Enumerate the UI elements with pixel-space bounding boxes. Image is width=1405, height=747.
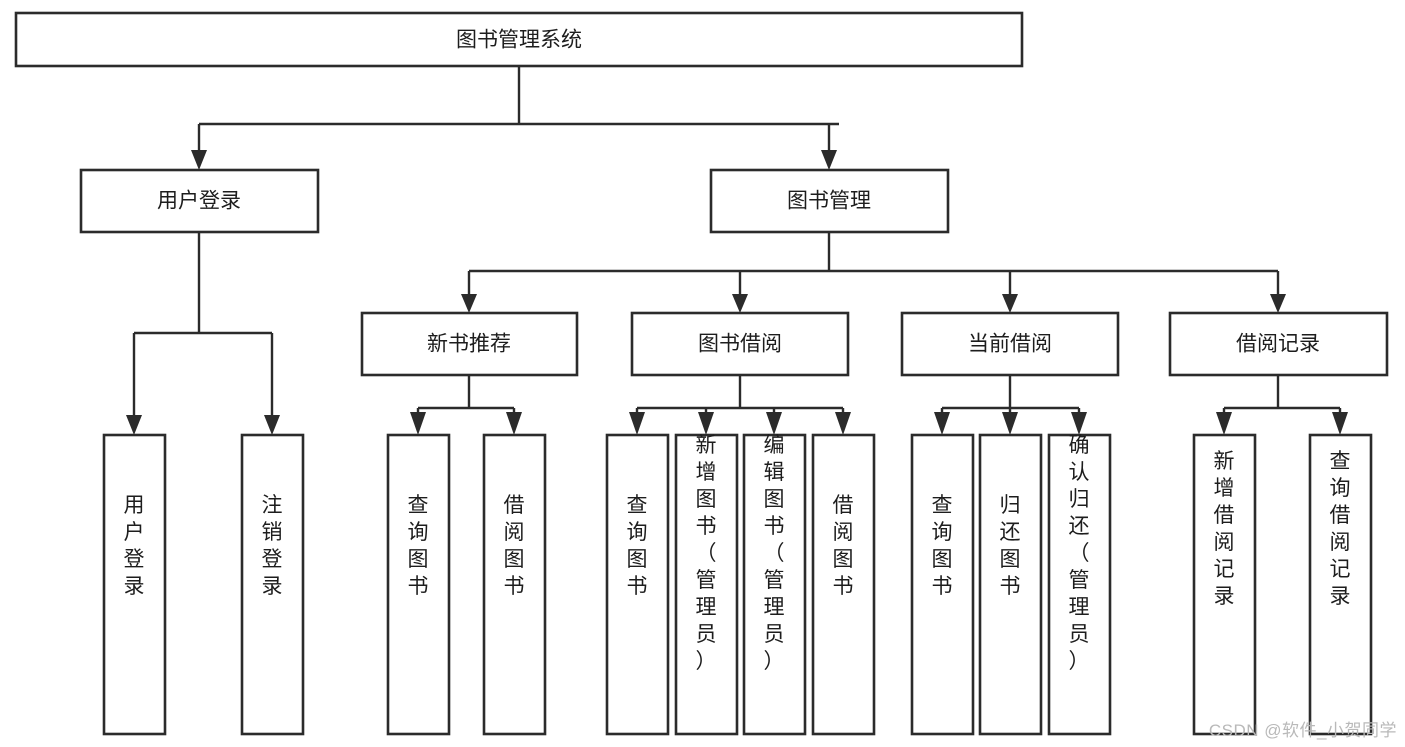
leaf-bb-query-book-box[interactable] <box>605 433 670 736</box>
edge-group-borrow-record-children <box>1216 375 1348 435</box>
leaf-node-br-query-record[interactable]: 查询借阅记录 <box>1308 433 1373 736</box>
node-book-manage-label: 图书管理 <box>787 190 871 213</box>
edge-group-new-book-children <box>410 375 522 435</box>
leaf-nb-borrow-book-box[interactable] <box>482 433 547 736</box>
leaf-node-nb-query-book[interactable]: 查询图书 <box>386 433 451 736</box>
node-user-login[interactable]: 用户登录 <box>79 168 320 234</box>
leaf-nb-borrow-book-label: 借阅图书 <box>504 494 525 598</box>
leaf-node-cb-return-book[interactable]: 归还图书 <box>978 433 1043 736</box>
node-root-label: 图书管理系统 <box>456 29 582 52</box>
node-book-manage-box[interactable] <box>709 168 950 234</box>
leaf-node-cb-query-book[interactable]: 查询图书 <box>910 433 975 736</box>
leaf-node-cb-confirm-return[interactable]: 确认归还（管理员） <box>1047 433 1112 736</box>
leaf-bb-edit-book-label: 编辑图书（管理员） <box>764 434 785 673</box>
node-root-system[interactable]: 图书管理系统 <box>14 11 1024 68</box>
node-current-borrow-box[interactable] <box>900 311 1120 377</box>
leaf-logout-box[interactable] <box>240 433 305 736</box>
node-book-manage[interactable]: 图书管理 <box>709 168 950 234</box>
arrowhead-bb-add <box>698 412 714 435</box>
node-user-login-label: 用户登录 <box>157 190 241 213</box>
leaf-bb-add-book-label: 新增图书（管理员） <box>696 434 717 673</box>
leaf-br-query-record-label: 查询借阅记录 <box>1330 450 1351 608</box>
leaf-cb-return-book-label: 归还图书 <box>1000 494 1021 598</box>
leaf-nb-query-book-label: 查询图书 <box>408 494 429 598</box>
edge-group-user-login-children <box>126 232 280 435</box>
leaf-user-login-box[interactable] <box>102 433 167 736</box>
leaf-bb-borrow-book-box[interactable] <box>811 433 876 736</box>
arrowhead-nb-query <box>410 412 426 435</box>
leaf-bb-edit-book-box[interactable] <box>742 433 807 736</box>
arrowhead-user-login <box>191 150 207 170</box>
node-book-borrow-box[interactable] <box>630 311 850 377</box>
leaf-bb-add-book-box[interactable] <box>674 433 739 736</box>
leaf-node-br-add-record[interactable]: 新增借阅记录 <box>1192 433 1257 736</box>
leaf-bb-query-book-label: 查询图书 <box>627 494 648 598</box>
arrowhead-bb-query <box>629 412 645 435</box>
node-borrow-record-box[interactable] <box>1168 311 1389 377</box>
leaf-node-bb-edit-book[interactable]: 编辑图书（管理员） <box>742 433 807 736</box>
leaf-node-logout[interactable]: 注销登录 <box>240 433 305 736</box>
arrowhead-bb-edit <box>766 412 782 435</box>
leaf-nb-query-book-box[interactable] <box>386 433 451 736</box>
edge-group-root-to-level2 <box>191 66 839 170</box>
node-new-book-recommend-box[interactable] <box>360 311 579 377</box>
leaf-br-add-record-box[interactable] <box>1192 433 1257 736</box>
node-user-login-box[interactable] <box>79 168 320 234</box>
leaf-cb-return-book-box[interactable] <box>978 433 1043 736</box>
leaf-cb-query-book-label: 查询图书 <box>932 494 953 598</box>
leaf-user-login-label: 用户登录 <box>124 494 145 598</box>
arrowhead-current-borrow <box>1002 294 1018 313</box>
leaf-cb-confirm-return-label: 确认归还（管理员） <box>1069 434 1090 673</box>
leaf-node-bb-borrow-book[interactable]: 借阅图书 <box>811 433 876 736</box>
leaf-node-bb-query-book[interactable]: 查询图书 <box>605 433 670 736</box>
leaf-logout-label: 注销登录 <box>262 494 283 598</box>
arrowhead-book-borrow <box>732 294 748 313</box>
node-book-borrow[interactable]: 图书借阅 <box>630 311 850 377</box>
leaf-node-nb-borrow-book[interactable]: 借阅图书 <box>482 433 547 736</box>
arrowhead-br-add <box>1216 412 1232 435</box>
arrowhead-bb-borrow <box>835 412 851 435</box>
leaf-cb-query-book-box[interactable] <box>910 433 975 736</box>
arrowhead-book-manage <box>821 150 837 170</box>
arrowhead-cb-return <box>1002 412 1018 435</box>
arrowhead-leaf-logout <box>264 415 280 435</box>
node-root-box[interactable] <box>14 11 1024 68</box>
arrowhead-leaf-user-login <box>126 415 142 435</box>
node-current-borrow[interactable]: 当前借阅 <box>900 311 1120 377</box>
arrowhead-br-query <box>1332 412 1348 435</box>
leaf-bb-borrow-book-label: 借阅图书 <box>833 494 854 598</box>
leaf-node-bb-add-book[interactable]: 新增图书（管理员） <box>674 433 739 736</box>
edge-group-book-borrow-children <box>629 375 851 435</box>
node-borrow-record-label: 借阅记录 <box>1236 333 1320 356</box>
edge-group-book-manage-children <box>461 232 1286 313</box>
leaf-br-query-record-box[interactable] <box>1308 433 1373 736</box>
node-borrow-record[interactable]: 借阅记录 <box>1168 311 1389 377</box>
arrowhead-nb-borrow <box>506 412 522 435</box>
node-new-book-recommend-label: 新书推荐 <box>427 333 511 356</box>
arrowhead-new-book <box>461 294 477 313</box>
node-book-borrow-label: 图书借阅 <box>698 333 782 356</box>
leaf-br-add-record-label: 新增借阅记录 <box>1214 450 1235 608</box>
arrowhead-borrow-record <box>1270 294 1286 313</box>
node-new-book-recommend[interactable]: 新书推荐 <box>360 311 579 377</box>
arrowhead-cb-query <box>934 412 950 435</box>
leaf-node-user-login[interactable]: 用户登录 <box>102 433 167 736</box>
edge-group-current-borrow-children <box>934 375 1087 435</box>
node-current-borrow-label: 当前借阅 <box>968 333 1052 356</box>
leaf-cb-confirm-return-box[interactable] <box>1047 433 1112 736</box>
arrowhead-cb-confirm <box>1071 412 1087 435</box>
